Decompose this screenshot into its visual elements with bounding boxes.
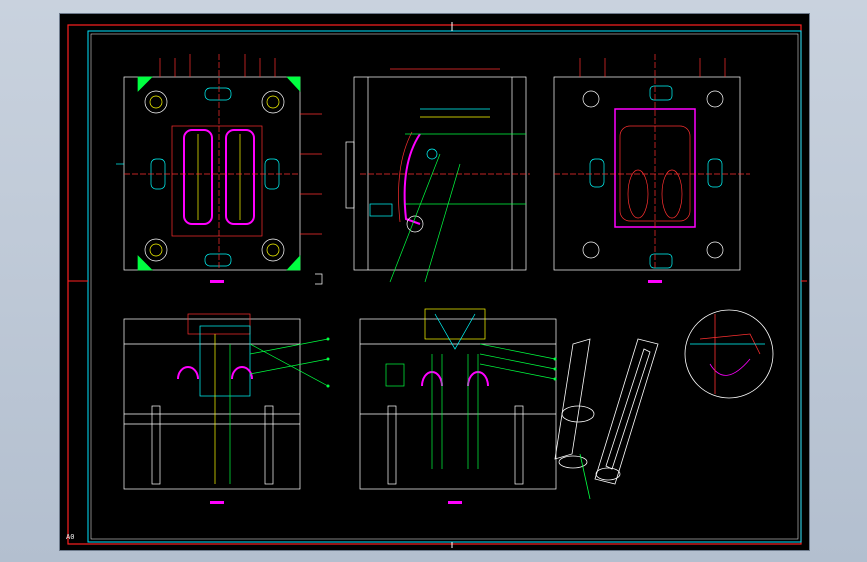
view-parts-3d (554, 338, 659, 500)
view-detail-circle (684, 309, 774, 399)
drawing-sheet: A0 (59, 13, 810, 551)
sheet-frame (67, 22, 807, 548)
sheet-size-label: A0 (66, 533, 75, 541)
view-bottom-left (123, 313, 330, 504)
cad-drawing (67, 22, 807, 548)
view-top-middle (345, 68, 530, 283)
view-bottom-middle (359, 308, 557, 504)
view-top-right (553, 54, 750, 283)
view-top-left (116, 54, 323, 285)
